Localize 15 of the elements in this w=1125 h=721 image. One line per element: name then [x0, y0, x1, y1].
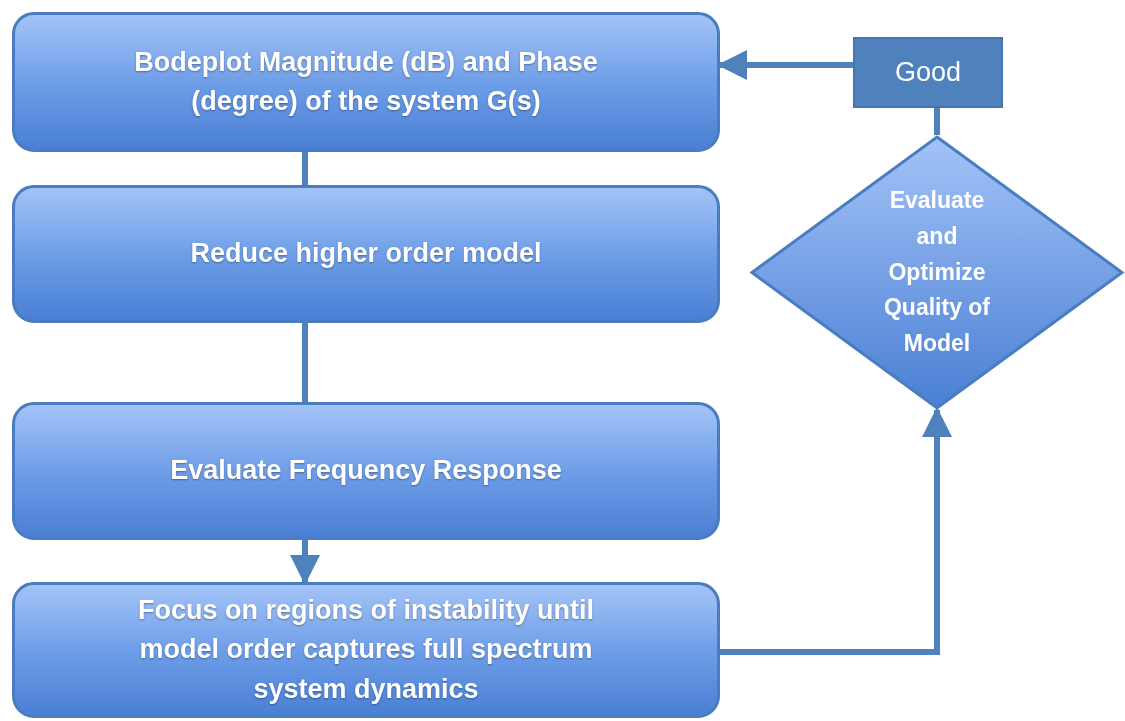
process-box [12, 185, 720, 323]
process-box [12, 582, 720, 718]
connector-line [302, 152, 308, 185]
process-box [12, 402, 720, 540]
connector-line [302, 323, 308, 402]
node-label: Good [894, 57, 962, 88]
node-label: Evaluate Frequency Response [170, 454, 562, 488]
node-label: Focus on regions of instability until model order captures full spectrum system dynamics [137, 594, 595, 706]
arrow [720, 407, 952, 655]
node-label: Evaluate and Optimize Quality of Model [882, 186, 992, 358]
node-label: Reduce higher order model [190, 237, 542, 271]
connector-line [934, 108, 940, 135]
process-box [12, 12, 720, 152]
node-label: Bodeplot Magnitude (dB) and Phase (degree) of the system G(s) [133, 45, 599, 118]
status-box [853, 37, 1003, 108]
